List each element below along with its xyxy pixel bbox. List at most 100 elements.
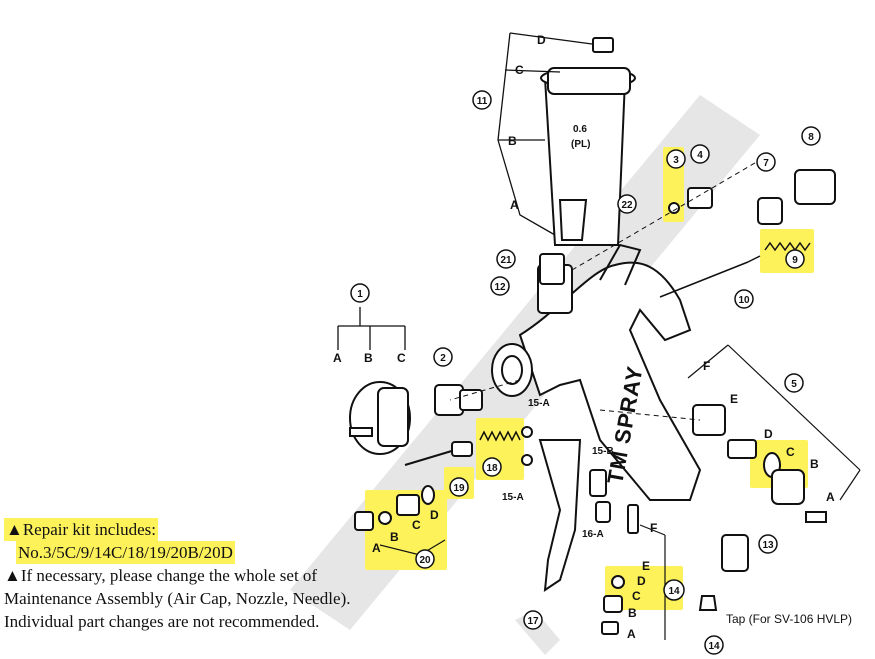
spring-18 — [479, 430, 521, 442]
svg-text:11: 11 — [477, 96, 488, 107]
callout-14b: 14 — [704, 635, 724, 655]
svg-text:D: D — [637, 574, 646, 588]
svg-text:C: C — [632, 589, 641, 603]
svg-text:F: F — [650, 521, 657, 535]
svg-text:9: 9 — [792, 255, 798, 266]
assembly-lines — [449, 159, 761, 421]
parts-7-8 — [757, 169, 836, 225]
air-cap-1 — [349, 381, 411, 455]
svg-text:10: 10 — [738, 295, 750, 306]
callout-21: 21 — [496, 249, 516, 269]
svg-text:C: C — [786, 445, 795, 459]
svg-text:D: D — [764, 427, 773, 441]
svg-text:14: 14 — [668, 586, 680, 597]
svg-text:22: 22 — [621, 200, 633, 211]
packing-set-20 — [354, 485, 435, 531]
svg-text:B: B — [390, 530, 399, 544]
svg-text:17: 17 — [527, 616, 539, 627]
cup-bracket — [497, 32, 593, 236]
paint-cup: 0.6 (PL) — [540, 37, 636, 246]
callout-19: 19 — [449, 477, 469, 497]
connector-21 — [539, 253, 565, 285]
callout-9: 9 — [785, 249, 805, 269]
svg-text:E: E — [730, 392, 738, 406]
cup-material-text: (PL) — [571, 139, 590, 150]
svg-text:7: 7 — [763, 158, 769, 169]
svg-text:14: 14 — [708, 641, 720, 652]
svg-text:A: A — [333, 351, 342, 365]
svg-text:E: E — [642, 559, 650, 573]
svg-text:A: A — [510, 198, 519, 212]
svg-text:A: A — [627, 627, 636, 641]
repair-kit-parts: No.3/5C/9/14C/18/19/20B/20D — [16, 541, 235, 564]
callout-5: 5 — [784, 373, 804, 393]
svg-text:12: 12 — [494, 282, 506, 293]
label-15b: 15-B — [592, 446, 614, 457]
small-part-labels: 15-A 15-A 15-B 16-A — [502, 398, 614, 540]
svg-text:13: 13 — [762, 540, 774, 551]
callout-2: 2 — [433, 347, 453, 367]
trigger-17 — [538, 439, 582, 593]
svg-text:F: F — [703, 359, 710, 373]
letter-labels: D C B A A B C A B C D A B C D E F A B C … — [333, 33, 835, 641]
svg-text:3: 3 — [673, 155, 679, 166]
svg-text:4: 4 — [697, 150, 703, 161]
callout-11: 11 — [472, 90, 492, 110]
svg-text:1: 1 — [357, 289, 363, 300]
svg-text:A: A — [826, 490, 835, 504]
callout-18: 18 — [482, 457, 502, 477]
svg-text:8: 8 — [808, 132, 814, 143]
svg-text:B: B — [508, 134, 517, 148]
callout-17: 17 — [523, 610, 543, 630]
svg-text:B: B — [810, 457, 819, 471]
maintenance-advice: ▲If necessary, please change the whole s… — [4, 566, 351, 631]
screws-15-16 — [521, 426, 611, 523]
callout-22: 22 — [617, 194, 637, 214]
callout-1: 1 — [350, 283, 370, 303]
label-15a-2: 15-A — [502, 492, 524, 503]
svg-text:D: D — [537, 33, 546, 47]
callout-10: 10 — [734, 289, 754, 309]
rod-10 — [659, 255, 761, 298]
svg-text:C: C — [412, 518, 421, 532]
callout-14: 14 — [663, 579, 685, 601]
svg-text:21: 21 — [500, 255, 512, 266]
callout-12: 12 — [490, 276, 510, 296]
svg-text:18: 18 — [486, 463, 498, 474]
callout-8: 8 — [801, 126, 821, 146]
svg-text:5: 5 — [791, 379, 797, 390]
svg-text:2: 2 — [440, 353, 446, 364]
svg-text:B: B — [364, 351, 373, 365]
kit5-bracket — [687, 344, 861, 501]
needle-packing-14 — [601, 504, 718, 635]
spring-9 — [764, 241, 811, 252]
svg-text:19: 19 — [453, 483, 465, 494]
cup-size-text: 0.6 — [573, 124, 587, 135]
fitting-13 — [721, 534, 749, 572]
callouts: 1 2 3 4 5 7 8 9 10 11 12 13 14 14 17 18 … — [350, 90, 821, 655]
callout-13: 13 — [758, 534, 778, 554]
repair-notes: ▲Repair kit includes: No.3/5C/9/14C/18/1… — [4, 518, 444, 633]
label-15a-1: 15-A — [528, 398, 550, 409]
callout-3: 3 — [666, 149, 686, 169]
svg-text:C: C — [397, 351, 406, 365]
repair-kit-parts-row: No.3/5C/9/14C/18/19/20B/20D — [4, 541, 444, 564]
repair-kit-title: ▲Repair kit includes: — [4, 518, 158, 541]
cap-bracket — [337, 307, 406, 350]
svg-text:20: 20 — [419, 555, 431, 566]
tap-footnote: Tap (For SV-106 HVLP) — [726, 612, 853, 626]
callout-20: 20 — [415, 549, 435, 569]
svg-text:A: A — [372, 541, 381, 555]
fluid-nozzle-2 — [434, 384, 483, 416]
parts-3-4 — [668, 187, 713, 214]
callout-4: 4 — [690, 144, 710, 164]
callout-7: 7 — [756, 152, 776, 172]
svg-text:C: C — [515, 63, 524, 77]
air-valve-kit-5 — [692, 404, 827, 523]
repair-kit-title-row: ▲Repair kit includes: — [4, 518, 444, 541]
label-16a: 16-A — [582, 529, 604, 540]
needle-19 — [404, 441, 473, 466]
svg-text:D: D — [430, 508, 439, 522]
svg-text:B: B — [628, 606, 637, 620]
